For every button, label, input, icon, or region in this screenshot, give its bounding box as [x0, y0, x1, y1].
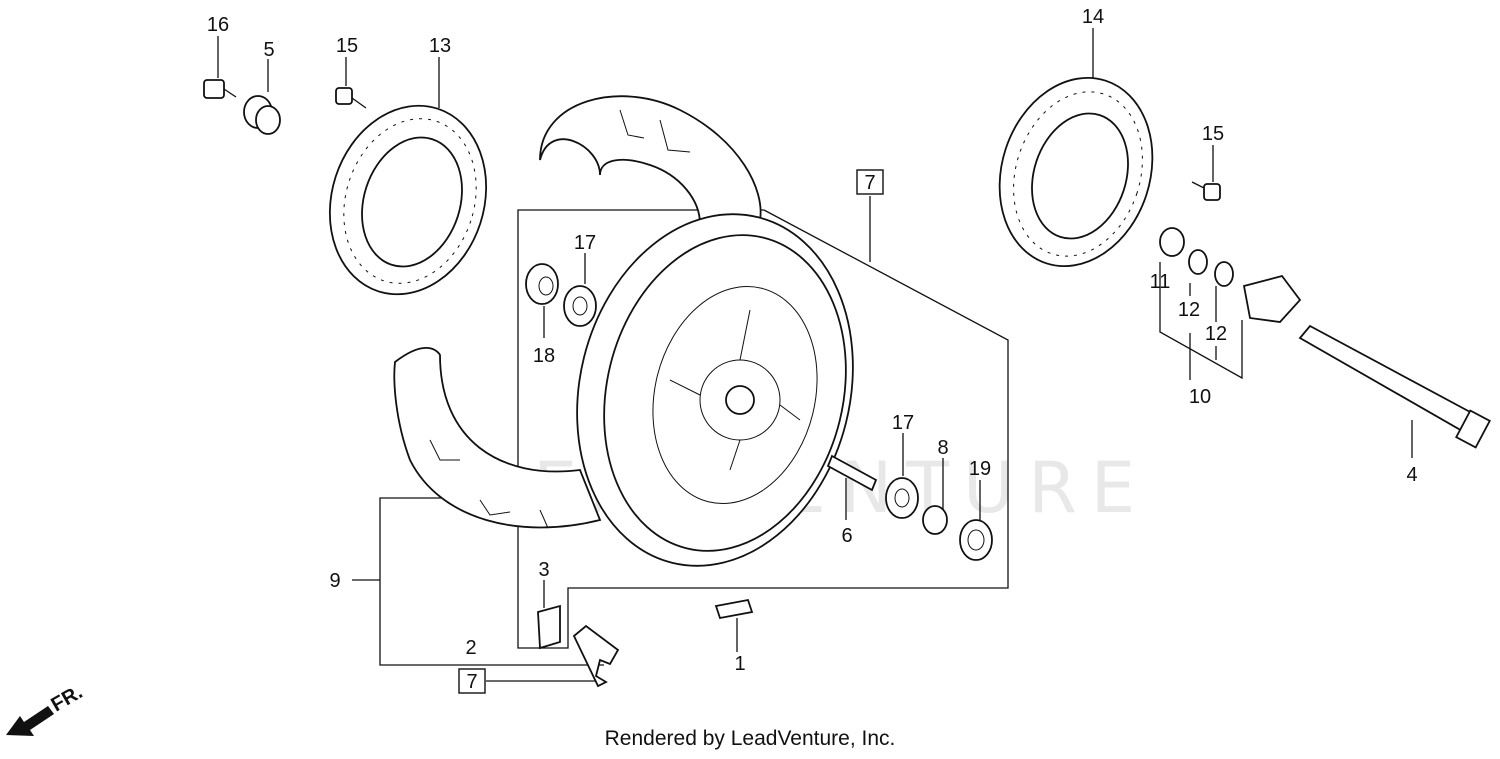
collar-6 [826, 454, 878, 492]
bolt-15-right [1191, 181, 1221, 201]
wheel-rim [576, 213, 854, 567]
bearing-18 [525, 263, 559, 305]
label-2: 2 [465, 637, 476, 659]
gearbox-10 [1159, 227, 1302, 323]
brake-disc-left [328, 104, 488, 296]
label-3: 3 [538, 559, 549, 581]
bolt-15-left [335, 87, 367, 109]
label-12b: 12 [1205, 323, 1227, 345]
brake-disc-right [998, 76, 1154, 268]
svg-text:7: 7 [864, 172, 875, 194]
label-18: 18 [533, 345, 555, 367]
svg-text:FR.: FR. [48, 681, 87, 716]
boxed-label-7-top: 7 [856, 169, 884, 195]
leader-lines [217, 28, 1413, 652]
seal-19 [959, 519, 993, 561]
label-16: 16 [207, 14, 229, 36]
label-5: 5 [263, 39, 274, 61]
label-4: 4 [1406, 464, 1417, 486]
label-8: 8 [937, 437, 948, 459]
label-15a: 15 [336, 35, 358, 57]
label-6: 6 [841, 525, 852, 547]
boxed-label-7-bottom: 7 [458, 668, 486, 694]
bearing-17-right [885, 477, 919, 519]
label-13: 13 [429, 35, 451, 57]
weight-1 [714, 598, 754, 620]
label-12a: 12 [1178, 299, 1200, 321]
label-1: 1 [734, 653, 745, 675]
label-17a: 17 [574, 232, 596, 254]
valve-3 [537, 604, 561, 650]
tire-upper-half [539, 95, 762, 225]
retainer-8 [922, 505, 948, 535]
valve-stem-2 [572, 624, 620, 688]
bearing-17-left [563, 285, 597, 327]
label-10: 10 [1189, 386, 1211, 408]
credit-text: Rendered by LeadVenture, Inc. [604, 727, 896, 750]
label-15b: 15 [1202, 123, 1224, 145]
assembly-outline [352, 196, 1243, 682]
axle-4 [1298, 324, 1491, 449]
part-labels: 1 2 3 4 5 6 8 9 10 11 12 12 13 14 15 15 … [207, 6, 1418, 675]
label-19: 19 [969, 458, 991, 480]
collar-5 [243, 95, 281, 135]
label-14: 14 [1082, 6, 1104, 28]
label-11: 11 [1150, 271, 1171, 293]
label-17b: 17 [892, 412, 914, 434]
label-9: 9 [329, 570, 340, 592]
bolt-16 [203, 79, 237, 99]
svg-text:7: 7 [466, 671, 477, 693]
tire-lower-half [393, 347, 602, 529]
